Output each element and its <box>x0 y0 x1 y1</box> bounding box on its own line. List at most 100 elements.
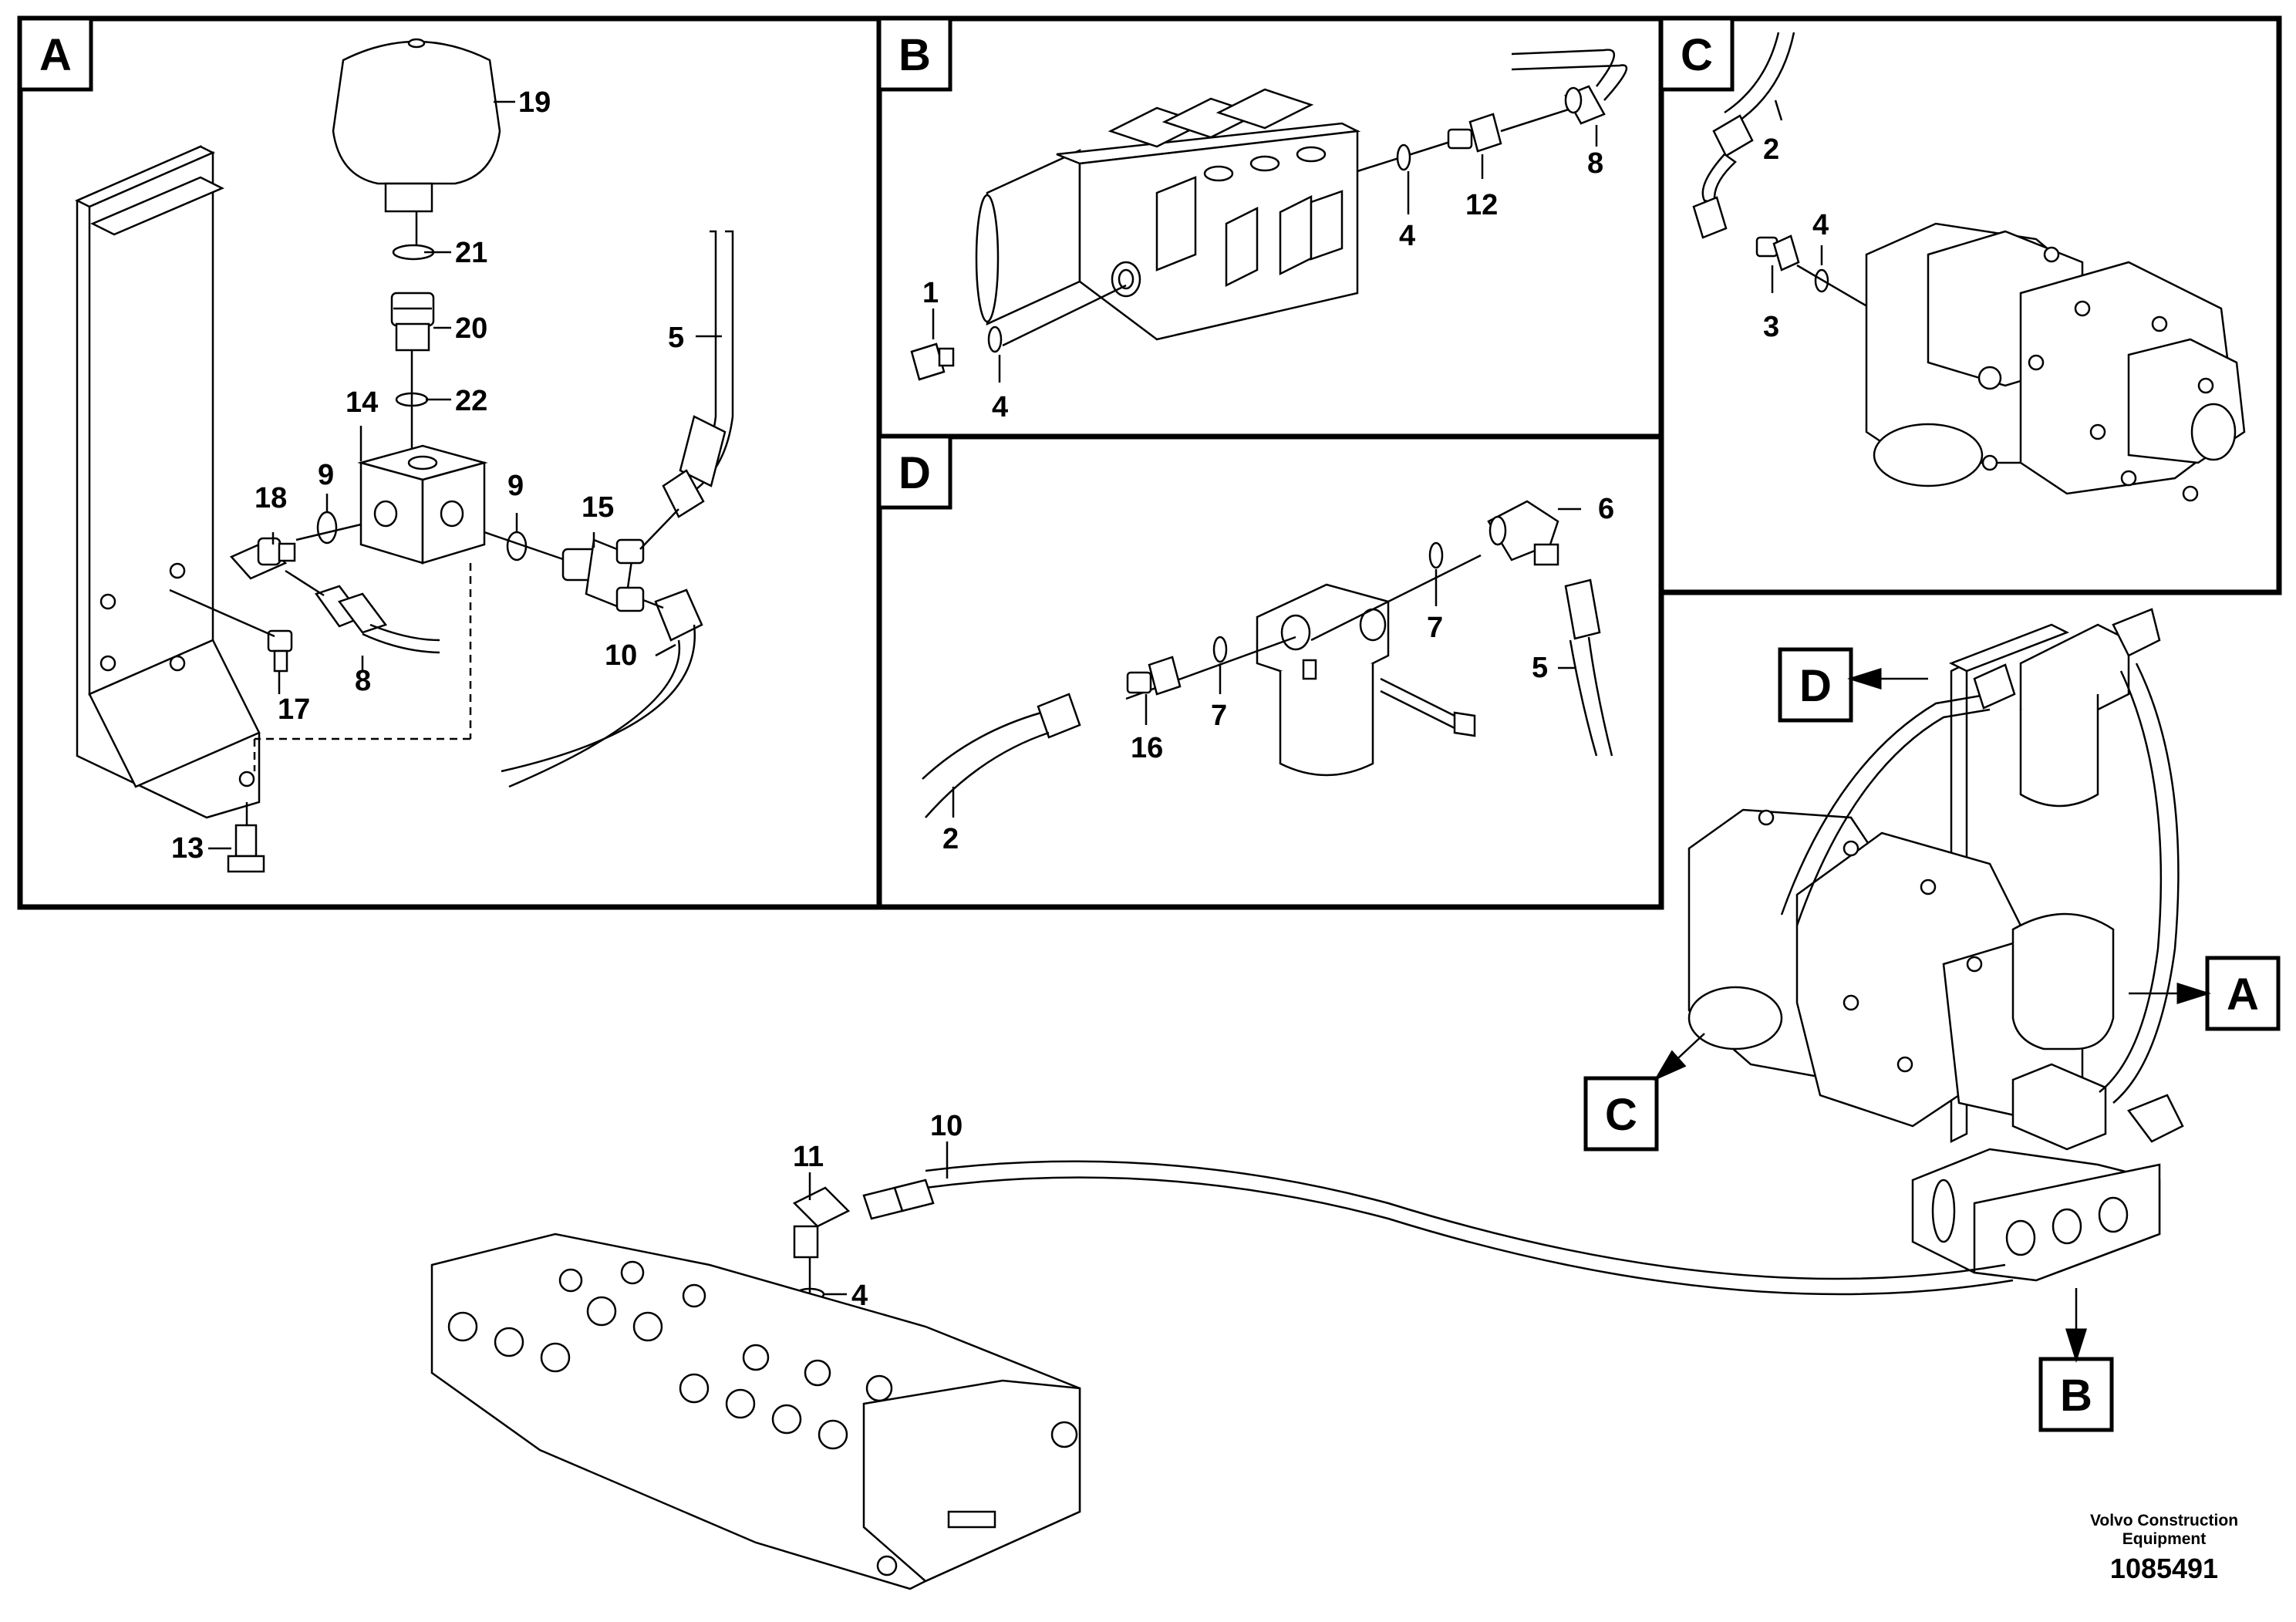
hose-fitting-8 <box>314 585 388 634</box>
callout-overview-10: 10 <box>930 1110 963 1142</box>
hose-2-d <box>922 711 1042 780</box>
bolt-13 <box>227 824 265 873</box>
seal-ring-9-left <box>316 511 338 545</box>
hose-2-c <box>1735 32 1795 125</box>
callout-a-14: 14 <box>346 386 378 419</box>
callout-b-1: 1 <box>922 277 939 309</box>
callout-a-10: 10 <box>605 639 637 672</box>
overview-hose-d <box>1795 708 1991 926</box>
adapter-12 <box>1447 113 1502 153</box>
callout-a-22: 22 <box>455 385 487 417</box>
footer: Volvo Construction Equipment 1085491 <box>2090 1512 2238 1584</box>
panel-a-label: A <box>18 16 93 92</box>
callout-d-7-lower: 7 <box>1211 700 1227 732</box>
callout-a-15: 15 <box>582 491 614 524</box>
panel-d-drawing: 6 7 7 5 16 2 <box>922 493 1614 855</box>
elbow-fitting-6 <box>1487 500 1559 566</box>
hose-5-fitting <box>662 415 727 518</box>
callout-b-4-right: 4 <box>1399 220 1415 252</box>
svg-text:D: D <box>1799 661 1832 711</box>
svg-text:A: A <box>2227 969 2259 1020</box>
ref-label-b: B <box>2038 1288 2114 1432</box>
panel-b-drawing: 1 4 4 12 8 <box>910 49 1628 423</box>
ref-label-a: A <box>2129 956 2281 1031</box>
hose-5-d-fitting <box>1564 578 1601 640</box>
callout-c-3: 3 <box>1763 311 1779 343</box>
bolt-17 <box>267 629 293 673</box>
callout-a-17: 17 <box>278 693 310 726</box>
company-line-2: Equipment <box>2122 1530 2207 1548</box>
hydraulic-pump <box>1865 222 2246 502</box>
callout-c-2: 2 <box>1763 133 1779 166</box>
company-line-1: Volvo Construction <box>2090 1512 2238 1529</box>
accumulator <box>332 40 501 185</box>
svg-text:B: B <box>2060 1371 2092 1421</box>
panel-c-frame <box>1658 15 2282 595</box>
panel-b-label: B <box>877 16 952 92</box>
svg-text:A: A <box>39 30 72 80</box>
mounting-bracket <box>75 145 261 819</box>
overview-block <box>2011 1063 2107 1151</box>
callout-a-9-left: 9 <box>318 459 334 491</box>
svg-text:C: C <box>1605 1090 1637 1140</box>
callout-a-9-right: 9 <box>507 470 524 502</box>
solenoid-valve-block <box>975 88 1361 341</box>
callout-b-4-left: 4 <box>992 391 1008 423</box>
svg-text:B: B <box>899 30 931 80</box>
elbow-fitting-11 <box>792 1179 935 1259</box>
elbow-fitting-18 <box>229 537 296 580</box>
callout-b-8: 8 <box>1587 147 1603 180</box>
hose-10-fitting <box>654 588 703 642</box>
callout-a-13: 13 <box>171 832 204 865</box>
seal-ring-7-lower <box>1212 636 1228 663</box>
adapter-3 <box>1755 234 1800 271</box>
ref-label-d: D <box>1778 647 1928 723</box>
tee-fitting-15 <box>561 538 645 612</box>
callout-a-18: 18 <box>255 482 287 514</box>
filter-bolt <box>1380 677 1476 737</box>
panel-c-label: C <box>1659 16 1735 92</box>
hose-fitting-8-b <box>1564 85 1606 125</box>
callout-d-5: 5 <box>1532 652 1548 684</box>
panel-d-frame <box>876 433 1664 910</box>
valve-block-14 <box>357 444 488 565</box>
hose-2-c-fitting <box>1692 114 1754 239</box>
hose-b <box>1511 49 1616 87</box>
svg-text:D: D <box>899 448 931 498</box>
seal-ring-4-b-right <box>1396 143 1411 171</box>
filter-housing <box>1256 583 1390 777</box>
seal-ring-4-b-left <box>987 325 1003 353</box>
panel-a-drawing: 19 21 20 22 14 18 9 9 15 5 8 17 10 13 <box>75 38 734 873</box>
callout-overview-4: 4 <box>851 1280 868 1312</box>
callout-a-19: 19 <box>518 86 551 119</box>
callout-d-7-upper: 7 <box>1427 612 1443 644</box>
callout-a-21: 21 <box>455 237 487 269</box>
svg-text:C: C <box>1681 30 1713 80</box>
panel-c-drawing: 2 4 3 <box>1692 32 2246 502</box>
overview-solenoid-valve <box>1911 1148 2161 1282</box>
seal-ring-7-upper <box>1428 541 1444 569</box>
callout-a-8: 8 <box>355 665 371 697</box>
callout-d-6: 6 <box>1598 493 1614 525</box>
hose-5-d <box>1587 636 1613 757</box>
callout-b-12: 12 <box>1465 189 1498 221</box>
callout-d-16: 16 <box>1131 732 1163 764</box>
overview-hose-10 <box>925 1160 2006 1280</box>
main-control-valve <box>430 1233 1081 1590</box>
overview-filter <box>2019 623 2130 808</box>
callout-a-20: 20 <box>455 312 487 345</box>
overview-hose-a <box>2112 663 2180 1104</box>
overview-assembly: D A C B 10 11 4 <box>430 608 2281 1590</box>
hose-2-d-fitting <box>1037 693 1081 739</box>
panel-d-label: D <box>877 434 952 510</box>
overview-accumulator <box>2011 912 2115 1050</box>
ref-label-c: C <box>1583 1033 1705 1152</box>
callout-a-5: 5 <box>668 322 684 354</box>
drawing-number: 1085491 <box>2110 1553 2218 1584</box>
hose-10 <box>501 624 696 773</box>
adapter-16 <box>1126 656 1182 696</box>
callout-c-4: 4 <box>1812 209 1829 241</box>
plug-1 <box>910 342 955 381</box>
callout-d-2: 2 <box>942 823 959 855</box>
